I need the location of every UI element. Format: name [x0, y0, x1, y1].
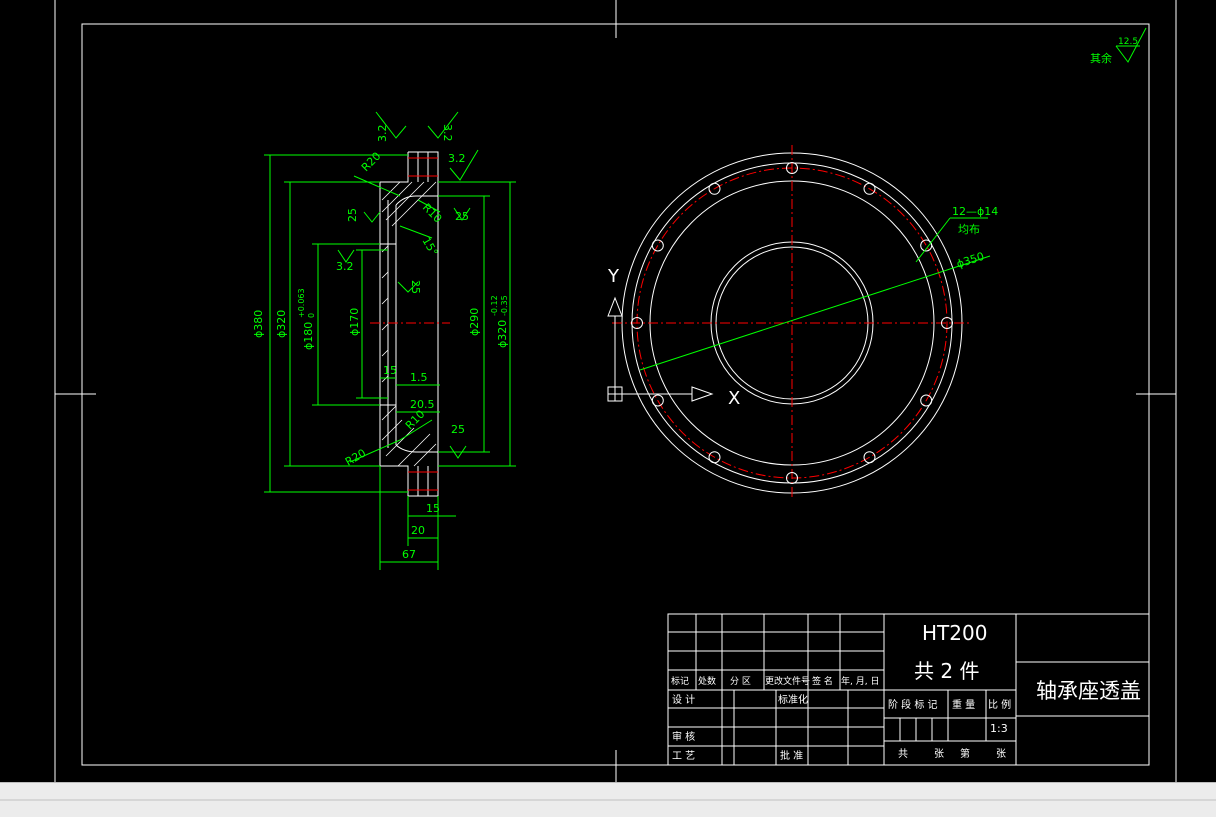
- row-standardize: 标准化: [778, 693, 808, 706]
- material: HT200: [922, 621, 987, 645]
- scale-value: 1:3: [990, 722, 1008, 735]
- roughness-25-b: 25: [455, 210, 469, 223]
- dim-w1-5: 1.5: [410, 371, 428, 384]
- dim-d320-left: ϕ320: [275, 310, 288, 338]
- dim-d380: ϕ380: [252, 310, 265, 338]
- row-review: 审 核: [672, 730, 695, 743]
- ucs-icon: [607, 296, 714, 402]
- dim-r20-bottom: R20: [343, 447, 368, 469]
- dim-r20-top: R20: [359, 150, 383, 174]
- holes-note: 均布: [958, 223, 980, 236]
- bolt-hole: [651, 394, 664, 407]
- section-view: ϕ380 ϕ320 ϕ180 +0.063 0 ϕ170 ϕ290 ϕ320 -…: [252, 111, 516, 570]
- roughness-general-value: 12.5: [1118, 37, 1138, 47]
- dim-d320-right: ϕ320: [496, 320, 509, 348]
- dim-d170: ϕ170: [348, 308, 361, 336]
- dim-d180-tol-lower: 0: [307, 313, 316, 318]
- stage-mark: 阶 段 标 记: [888, 698, 938, 711]
- sheet-unit-2: 张: [996, 748, 1006, 760]
- status-bar: [0, 782, 1216, 817]
- roughness-3-2-c: 3.2: [448, 152, 466, 165]
- cad-drawing-canvas[interactable]: 其余 12.5: [0, 0, 1216, 782]
- ucs-x-label: X: [728, 388, 740, 409]
- roughness-3-2-a: 3.2: [376, 125, 389, 143]
- pcd-label: ϕ350: [955, 250, 986, 271]
- quantity: 共 2 件: [914, 659, 979, 683]
- roughness-25-d: 25: [451, 423, 465, 436]
- row-design: 设 计: [672, 693, 695, 706]
- dim-w20-5: 20.5: [410, 398, 435, 411]
- dim-d180: ϕ180: [302, 322, 315, 350]
- hdr-date: 年, 月, 日: [841, 675, 879, 687]
- sheet-total: 共: [898, 748, 908, 760]
- dim-r10-bottom: R10: [403, 408, 427, 432]
- hdr-zone: 分 区: [730, 676, 751, 687]
- title-block: HT200 共 2 件 轴承座透盖 1:3 标记 处数 分 区 更改文件号 签 …: [667, 613, 1150, 766]
- weight: 重 量: [952, 698, 975, 711]
- dim-d320-tol-lower: -0.35: [500, 295, 509, 316]
- row-approve: 批 准: [780, 749, 803, 762]
- bolt-hole: [651, 239, 664, 252]
- dim-angle-15: 15°: [419, 235, 440, 258]
- dim-w20: 20: [411, 524, 425, 537]
- bolt-hole: [863, 182, 876, 195]
- front-view: 12—ϕ14 均布 ϕ350 Y X: [607, 145, 998, 500]
- bolt-hole: [941, 317, 953, 329]
- cad-drawing: 其余 12.5: [54, 0, 1177, 782]
- roughness-general-label: 其余: [1090, 51, 1112, 65]
- dim-w15-bottom: 15: [426, 502, 440, 515]
- roughness-25-c: 25: [409, 280, 422, 294]
- dim-w15-top: 15: [383, 364, 397, 377]
- roughness-25-a: 25: [346, 208, 359, 222]
- roughness-3-2-b: 3.2: [441, 124, 454, 142]
- bolt-hole: [920, 239, 933, 252]
- bolt-hole: [631, 317, 643, 329]
- dim-r10-top: R10: [420, 201, 444, 225]
- roughness-general: 其余 12.5: [1090, 27, 1147, 65]
- ucs-y-label: Y: [607, 266, 620, 287]
- sheet-unit-1: 张: [934, 748, 944, 760]
- bolt-hole: [863, 451, 876, 464]
- sheet-no: 第: [960, 747, 970, 760]
- holes-callout: 12—ϕ14: [952, 205, 998, 218]
- bolt-hole: [786, 472, 798, 484]
- bolt-hole: [920, 394, 933, 407]
- bolt-hole: [708, 451, 721, 464]
- dim-w67: 67: [402, 548, 416, 561]
- hdr-change-doc: 更改文件号: [765, 675, 810, 687]
- hdr-count: 处数: [698, 675, 716, 687]
- dim-d320-tol-upper: -0.12: [490, 295, 499, 316]
- row-process: 工 艺: [672, 750, 695, 762]
- ratio: 比 例: [988, 698, 1011, 711]
- dim-d290: ϕ290: [468, 308, 481, 336]
- hdr-signature: 签 名: [812, 675, 833, 687]
- part-name: 轴承座透盖: [1036, 679, 1141, 703]
- bolt-hole: [708, 182, 721, 195]
- bolt-hole: [786, 162, 798, 174]
- dim-d180-tol-upper: +0.063: [297, 288, 306, 318]
- hdr-mark: 标记: [671, 675, 689, 687]
- roughness-3-2-d: 3.2: [336, 260, 354, 273]
